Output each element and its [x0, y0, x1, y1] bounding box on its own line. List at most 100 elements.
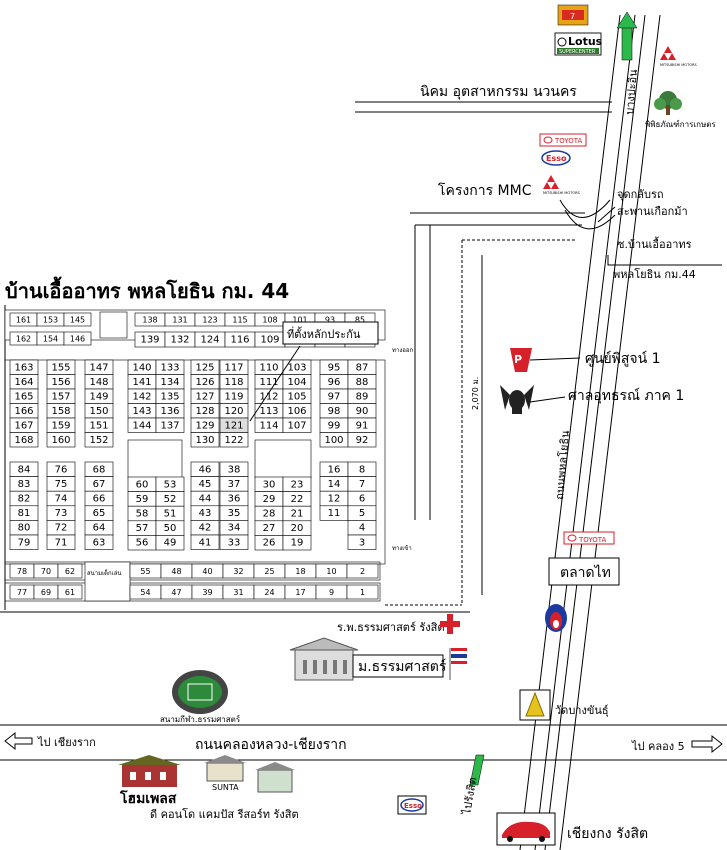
plot-number: 21	[291, 509, 304, 520]
plot-number: 160	[51, 435, 70, 446]
plot-number: 147	[89, 362, 108, 373]
plot-number: 139	[140, 335, 159, 346]
plot-number: 1	[360, 588, 365, 597]
tree-icon	[654, 91, 682, 115]
plot-number: 118	[224, 377, 243, 388]
university-box	[352, 654, 444, 678]
plot-lot	[84, 432, 114, 448]
plot-number: 9	[329, 588, 334, 597]
to-chiangrak-label: ไป เชียงราก	[37, 736, 96, 749]
plot-number: 31	[233, 588, 243, 597]
plot-number: 37	[228, 479, 241, 490]
chiang-kong-label: เชียงกง รังสิต	[567, 826, 648, 842]
plot-number: 10	[326, 567, 336, 576]
plot-lot	[219, 534, 249, 550]
plot-number: 42	[199, 523, 212, 534]
plot-number: 22	[291, 494, 304, 505]
plot-number: 83	[18, 479, 31, 490]
plot-lot	[219, 432, 249, 448]
plot-number: 165	[14, 391, 33, 402]
plot-number: 124	[200, 335, 219, 346]
plot-number: 149	[89, 391, 108, 402]
plot-number: 92	[356, 435, 369, 446]
plot-number: 57	[136, 523, 149, 534]
plot-lot	[155, 535, 185, 551]
plot-number: 97	[328, 391, 341, 402]
plot-number: 60	[136, 479, 149, 490]
plot-number: 157	[51, 391, 70, 402]
highway-label: ถนนพหลโยธิน	[552, 429, 572, 500]
plot-number: 80	[18, 523, 31, 534]
plot-number: 132	[170, 335, 189, 346]
left-arrow-icon	[4, 731, 33, 751]
plot-number: 98	[328, 406, 341, 417]
plot-number: 143	[132, 406, 151, 417]
plot-number: 69	[41, 588, 51, 597]
plot-number: 16	[328, 464, 341, 475]
plot-number: 72	[55, 523, 68, 534]
plot-number: 78	[17, 567, 27, 576]
plot-number: 40	[202, 567, 212, 576]
thai-flag-icon	[449, 648, 467, 680]
plot-number: 85	[355, 316, 365, 325]
svg-text:Lotus: Lotus	[568, 35, 603, 48]
plot-number: 125	[195, 362, 214, 373]
plot-number: 24	[264, 588, 274, 597]
esso-logo-2: Esso	[397, 795, 427, 815]
plot-number: 134	[160, 377, 179, 388]
plot-number: 151	[89, 420, 108, 431]
plot-number: 162	[16, 335, 31, 344]
sunta-building-icon	[204, 755, 246, 782]
plot-number: 103	[287, 362, 306, 373]
plot-number: 55	[140, 567, 150, 576]
plot-number: 108	[262, 316, 277, 325]
plot-number: 159	[51, 420, 70, 431]
empty-lot-3	[254, 439, 312, 479]
plot-number: 105	[287, 391, 306, 402]
landmark-callout-box	[282, 321, 379, 345]
plot-number: 111	[259, 377, 278, 388]
plot-number: 4	[359, 523, 365, 534]
plot-number: 19	[291, 538, 304, 549]
plot-number: 65	[93, 508, 106, 519]
plot-number: 41	[199, 537, 212, 548]
svg-text:TOYOTA: TOYOTA	[578, 536, 607, 544]
condo-building-icon	[255, 762, 295, 793]
plan-row-s2	[4, 582, 381, 602]
plot-number: 148	[89, 377, 108, 388]
plot-lot	[57, 563, 83, 579]
plot-number: 90	[356, 406, 369, 417]
empty-lot-1	[99, 311, 128, 339]
plot-number: 126	[195, 377, 214, 388]
plot-lot	[346, 563, 379, 579]
plot-number: 101	[292, 316, 307, 325]
distance-label: 2,070 ม.	[471, 377, 480, 410]
exit-label: ทางออก	[392, 347, 413, 354]
seven-eleven-logo: 7	[557, 4, 589, 26]
temple-label: วัดบางขันธุ์	[555, 704, 609, 717]
mitsubishi-logo-1: MITSUBISHI MOTORS	[660, 46, 698, 67]
lotus-logo: Lotus SUPERCENTER	[554, 32, 603, 56]
plot-number: 30	[263, 479, 276, 490]
museum-label: พิพิธภัณฑ์การเกษตร	[645, 119, 716, 129]
forensic-logo: P	[510, 348, 532, 372]
north-arrow-icon	[616, 11, 638, 61]
plot-number: 67	[93, 479, 106, 490]
plot-number: 115	[232, 316, 247, 325]
plot-number: 122	[224, 435, 243, 446]
plot-number: 116	[230, 335, 249, 346]
esso-logo-1: Esso	[541, 150, 571, 166]
landmark-pin-label: ที่ตั้งหลักประกัน	[287, 326, 361, 341]
soi-underline	[607, 255, 722, 266]
shrine-pointer	[529, 396, 566, 403]
plot-lot	[346, 584, 379, 600]
u-turn-label-1: จุดกลับรถ	[617, 188, 664, 201]
plot-number: 70	[41, 567, 51, 576]
university-label: ม.ธรรมศาสตร์	[358, 658, 447, 675]
plot-number: 48	[171, 567, 181, 576]
plot-number: 99	[328, 420, 341, 431]
forensic-pointer	[529, 357, 581, 361]
plot-lot	[63, 331, 92, 346]
plot-number: 112	[259, 391, 278, 402]
university-building-icon	[289, 637, 359, 681]
